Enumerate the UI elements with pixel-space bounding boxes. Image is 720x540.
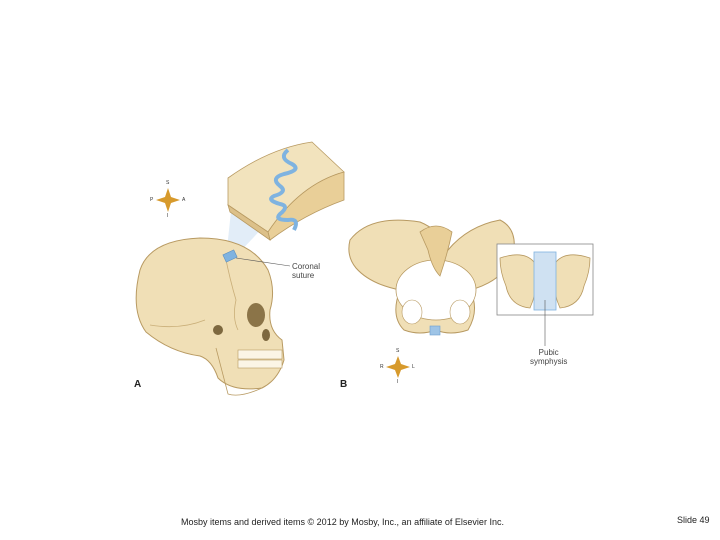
compass-a-right: A: [182, 197, 186, 203]
pubic-label-line1: Pubic: [538, 348, 559, 357]
coronal-suture-label: Coronal suture: [292, 262, 320, 280]
compass-a: [156, 188, 180, 212]
compass-a-bottom: I: [167, 213, 169, 219]
compass-b-top: S: [396, 348, 400, 354]
compass-b: [386, 356, 410, 378]
suture-line: [269, 148, 298, 231]
copyright-caption: Mosby items and derived items © 2012 by …: [181, 517, 504, 527]
compass-b-bottom: I: [397, 379, 399, 385]
slide-number: Slide 49: [677, 515, 710, 525]
coronal-label-line2: suture: [292, 271, 315, 280]
suture-highlight: [222, 249, 238, 263]
suture-detail-block: [227, 141, 345, 241]
compass-b-right: L: [412, 364, 415, 370]
compass-a-top: S: [166, 180, 170, 186]
panel-label-b: B: [340, 379, 348, 390]
pelvis: [348, 219, 515, 336]
panel-label-a: A: [134, 379, 142, 390]
pubic-symphysis-highlight: [429, 325, 441, 336]
coronal-leader: [235, 257, 291, 267]
pubic-label-line2: symphysis: [530, 357, 568, 366]
pubic-symphysis-inset: [496, 243, 594, 346]
pubic-symphysis-label: Pubic symphysis: [530, 348, 567, 366]
skull: [135, 237, 285, 396]
coronal-label-line1: Coronal: [292, 262, 321, 271]
compass-a-left: P: [150, 197, 154, 203]
compass-b-left: R: [380, 364, 384, 370]
